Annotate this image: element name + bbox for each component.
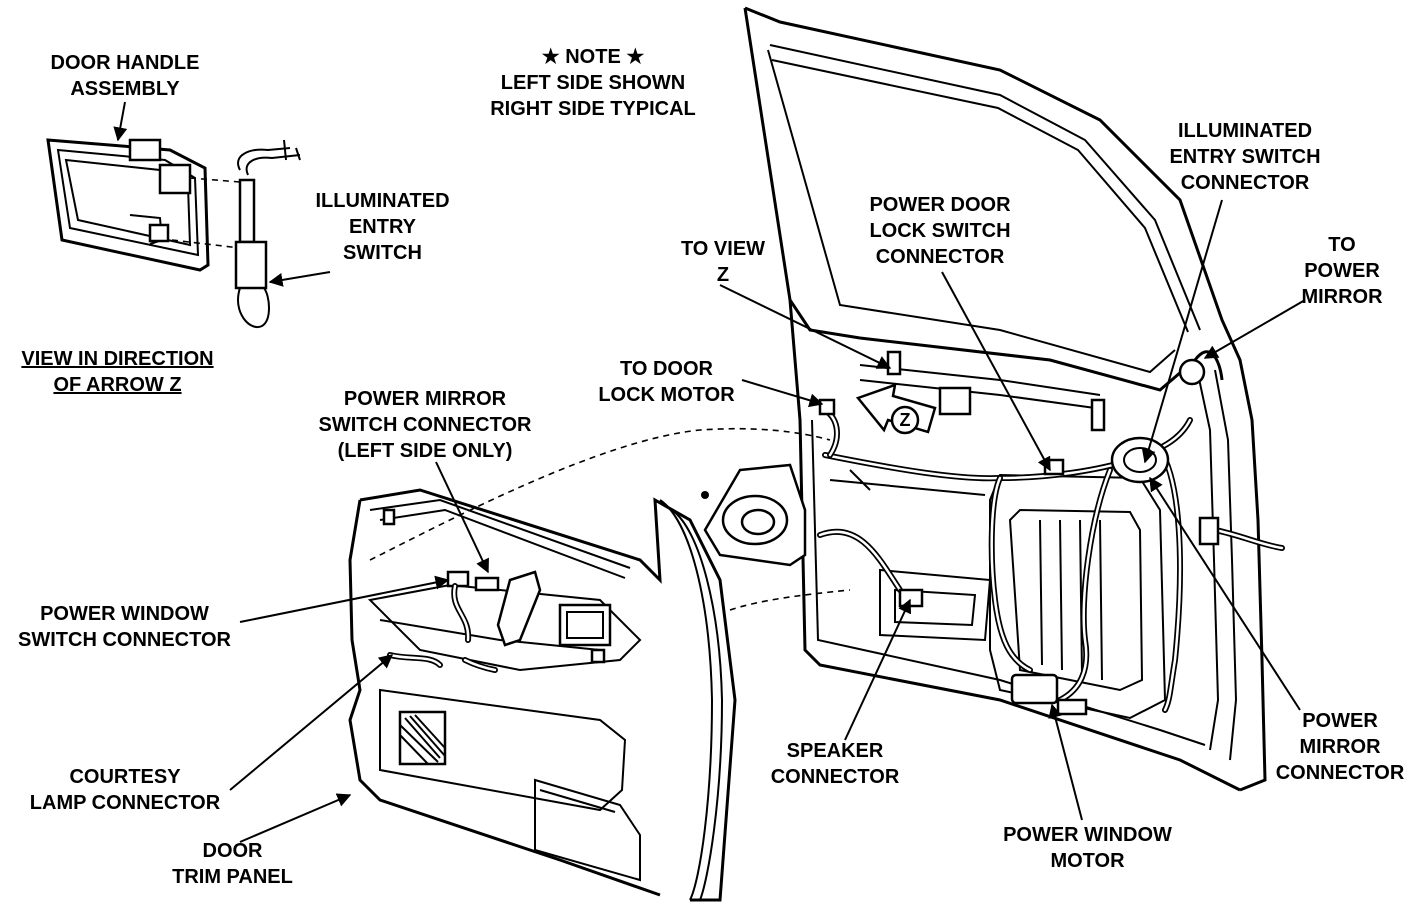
arrow-z (855, 383, 937, 435)
label-to-view-z: TO VIEW Z (668, 236, 778, 288)
leader-lines (113, 101, 1306, 843)
label-line: MOTOR (1050, 850, 1125, 872)
arrow-z-letter: Z (899, 410, 911, 430)
label-speaker-connector: SPEAKER CONNECTOR (755, 738, 915, 790)
label-line: ENTRY (348, 216, 417, 238)
label-power-window-switch-connector: POWER WINDOW SWITCH CONNECTOR (2, 601, 247, 653)
label-door-trim-panel: DOOR TRIM PANEL (160, 838, 305, 890)
note-title: ★ NOTE ★ (541, 46, 645, 68)
label-line: ENTRY SWITCH (1169, 146, 1321, 168)
label-line: ILLUMINATED (315, 190, 450, 212)
label-line: SWITCH CONNECTOR (318, 414, 532, 436)
door-trim-panel-drawing (348, 488, 737, 902)
label-line: POWER (1302, 710, 1378, 732)
label-line: MIRROR (1301, 286, 1383, 308)
label-courtesy-lamp-connector: COURTESY LAMP CONNECTOR (10, 764, 240, 816)
label-power-mirror-switch-connector: POWER MIRROR SWITCH CONNECTOR (LEFT SIDE… (300, 386, 550, 464)
label-line: POWER (1304, 260, 1380, 282)
label-line: MIRROR (1299, 736, 1381, 758)
label-line: ILLUMINATED (1177, 120, 1313, 142)
label-line: POWER MIRROR (343, 388, 507, 410)
label-power-mirror-connector: POWER MIRROR CONNECTOR (1272, 708, 1408, 786)
label-line: TO DOOR (620, 358, 713, 380)
label-line: SWITCH (343, 242, 422, 264)
speaker-drawing (701, 463, 807, 567)
label-line: TRIM PANEL (172, 866, 293, 888)
label-line: COURTESY (69, 766, 181, 788)
label-line: DOOR HANDLE (50, 52, 200, 74)
alignment-line-top (369, 427, 831, 561)
label-line: ASSEMBLY (70, 78, 180, 100)
illuminated-entry-switch-drawing (171, 139, 301, 329)
label-line: TO VIEW (680, 238, 766, 260)
label-line: SPEAKER (786, 740, 884, 762)
label-illuminated-entry-switch-connector: ILLUMINATED ENTRY SWITCH CONNECTOR (1155, 118, 1335, 196)
label-line: LOCK SWITCH (869, 220, 1011, 242)
note-block: ★ NOTE ★ LEFT SIDE SHOWN RIGHT SIDE TYPI… (478, 44, 708, 122)
label-power-window-motor: POWER WINDOW MOTOR (985, 822, 1190, 874)
alignment-line-bottom (729, 589, 851, 611)
label-line: POWER WINDOW (40, 603, 209, 625)
label-line: TO (1328, 234, 1356, 256)
label-to-door-lock-motor: TO DOOR LOCK MOTOR (584, 356, 749, 408)
label-illuminated-entry-switch: ILLUMINATED ENTRY SWITCH (305, 188, 460, 266)
label-line: POWER WINDOW (1003, 824, 1172, 846)
label-line: LOCK MOTOR (598, 384, 735, 406)
label-line: CONNECTOR (875, 246, 1005, 268)
door-inner-frame (743, 6, 1285, 792)
power-window-motor-drawing (1010, 673, 1088, 716)
label-line: CONNECTOR (770, 766, 900, 788)
label-line: POWER DOOR (869, 194, 1011, 216)
note-line-2: RIGHT SIDE TYPICAL (490, 98, 696, 120)
label-line: Z (716, 264, 730, 286)
label-line: SWITCH CONNECTOR (18, 629, 231, 651)
label-line: (LEFT SIDE ONLY) (337, 440, 513, 462)
label-power-door-lock-switch-connector: POWER DOOR LOCK SWITCH CONNECTOR (855, 192, 1025, 270)
view-caption: VIEW IN DIRECTION OF ARROW Z (5, 346, 230, 398)
label-line: CONNECTOR (1275, 762, 1405, 784)
door-wiring-harness (817, 398, 1193, 713)
caption-line: VIEW IN DIRECTION (21, 348, 214, 370)
label-door-handle-assembly: DOOR HANDLE ASSEMBLY (30, 50, 220, 102)
label-line: DOOR (202, 840, 263, 862)
label-line: LAMP CONNECTOR (29, 792, 221, 814)
caption-line: OF ARROW Z (53, 374, 182, 396)
label-to-power-mirror: TO POWER MIRROR (1292, 232, 1392, 310)
note-line-1: LEFT SIDE SHOWN (500, 72, 686, 94)
door-handle-assembly-drawing (46, 138, 210, 272)
label-line: CONNECTOR (1180, 172, 1310, 194)
